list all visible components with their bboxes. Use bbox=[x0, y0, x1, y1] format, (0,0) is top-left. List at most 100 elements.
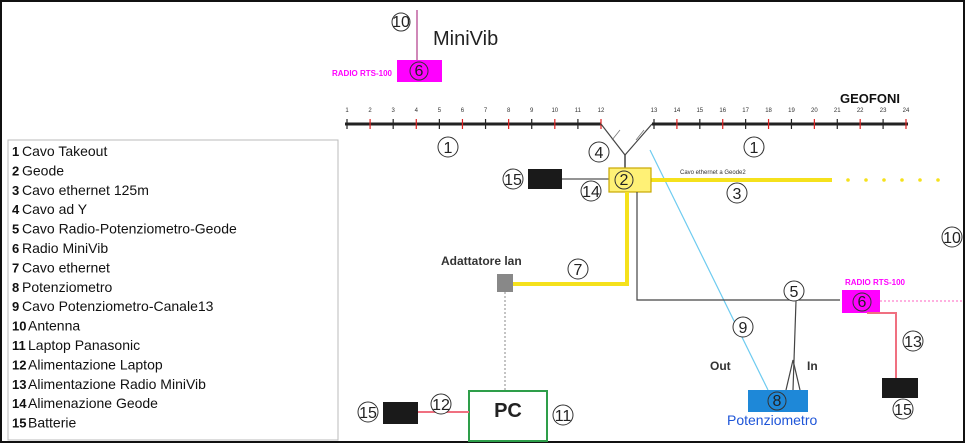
svg-text:15: 15 bbox=[359, 405, 377, 422]
legend-box bbox=[7, 139, 339, 441]
marker-radio-top: 6 bbox=[409, 61, 429, 81]
radio-right-label: RADIO RTS-100 bbox=[845, 278, 906, 287]
legend-item-text: Alimentazione Radio MiniVib bbox=[28, 376, 206, 392]
takeout-right-channel-label: 18 bbox=[765, 108, 772, 114]
takeout-left-channel-label: 3 bbox=[392, 108, 396, 114]
legend-item-number: 15 bbox=[12, 416, 26, 431]
takeout-left-channel-label: 6 bbox=[461, 108, 465, 114]
takeout-left-channel-label: 8 bbox=[507, 108, 511, 114]
in-label: In bbox=[807, 359, 818, 373]
y-cable-right bbox=[624, 123, 653, 156]
y-cable-left bbox=[600, 123, 626, 156]
takeout-left-channel-label: 12 bbox=[598, 108, 605, 114]
radio-power-cable bbox=[867, 312, 897, 378]
svg-text:12: 12 bbox=[432, 397, 450, 414]
potentiometer-channel13-cable bbox=[649, 149, 769, 391]
takeout-left-channel-label: 2 bbox=[368, 108, 372, 114]
takeout-right-channel-label: 16 bbox=[719, 108, 726, 114]
legend-item-number: 11 bbox=[12, 338, 26, 353]
marker-pc-power: 12 bbox=[430, 393, 452, 415]
takeout-right-channel-label: 22 bbox=[857, 108, 864, 114]
svg-text:11: 11 bbox=[555, 408, 572, 425]
marker-geode: 2 bbox=[614, 170, 634, 190]
svg-text:1: 1 bbox=[444, 140, 453, 157]
svg-text:8: 8 bbox=[773, 393, 782, 410]
legend-item-number: 1 bbox=[12, 144, 19, 159]
marker-geode-power: 14 bbox=[580, 180, 602, 202]
radio-pot-cable-stem bbox=[792, 300, 797, 391]
legend-item-number: 8 bbox=[12, 280, 19, 295]
battery-geode bbox=[528, 169, 562, 189]
legend-item-text: Alimentazione Laptop bbox=[28, 356, 163, 372]
marker-battery-right: 15 bbox=[892, 398, 914, 420]
marker-radio-pot-cable: 5 bbox=[783, 280, 805, 302]
legend-item-text: Cavo Potenziometro-Canale13 bbox=[22, 298, 214, 314]
adapter-label: Adattatore lan bbox=[441, 254, 522, 268]
geode-radio-cable bbox=[636, 192, 840, 301]
legend-item-text: Cavo ethernet 125m bbox=[22, 182, 149, 198]
ethernet-dots bbox=[846, 178, 940, 182]
marker-battery-pc: 15 bbox=[357, 401, 379, 423]
takeout-right-channel-label: 20 bbox=[811, 108, 818, 114]
svg-text:3: 3 bbox=[733, 186, 742, 203]
takeout-right-channel-label: 23 bbox=[880, 108, 887, 114]
battery-right bbox=[882, 378, 918, 398]
radio-top-label: RADIO RTS-100 bbox=[332, 69, 393, 78]
legend-item-number: 10 bbox=[12, 319, 26, 334]
svg-text:10: 10 bbox=[943, 230, 961, 247]
marker-takeout-left: 1 bbox=[437, 136, 459, 158]
y-cable-tag-right bbox=[635, 129, 645, 141]
legend-item-number: 12 bbox=[12, 357, 26, 372]
legend-item-number: 13 bbox=[12, 377, 26, 392]
legend-item-text: Laptop Panasonic bbox=[28, 337, 140, 353]
legend-item-text: Cavo ethernet bbox=[22, 259, 110, 275]
legend-item-number: 7 bbox=[12, 260, 19, 275]
takeout-right-channel-label: 24 bbox=[903, 108, 910, 114]
legend-item-text: Cavo Radio-Potenziometro-Geode bbox=[22, 221, 237, 237]
pc-box bbox=[468, 390, 548, 442]
svg-text:5: 5 bbox=[790, 284, 799, 301]
legend-item-number: 14 bbox=[12, 396, 27, 411]
lan-adapter bbox=[497, 274, 513, 292]
marker-laptop: 11 bbox=[552, 404, 574, 426]
marker-antenna-top: 10 bbox=[391, 12, 411, 32]
ethernet-cable-note: Cavo ethernet a Geode2 bbox=[680, 170, 746, 176]
geofoni-label: GEOFONI bbox=[840, 91, 900, 106]
legend-item-text: Alimenazione Geode bbox=[28, 395, 158, 411]
svg-text:10: 10 bbox=[392, 14, 410, 31]
takeout-left-channel-label: 11 bbox=[575, 108, 582, 114]
radio-pot-cable-fork bbox=[785, 359, 801, 391]
legend-item-text: Geode bbox=[22, 162, 64, 178]
legend-item-text: Radio MiniVib bbox=[22, 240, 108, 256]
potentiometer-label: Potenziometro bbox=[727, 412, 817, 428]
svg-text:4: 4 bbox=[595, 145, 604, 162]
takeout-right-channel-label: 21 bbox=[834, 108, 841, 114]
legend-item-text: Batterie bbox=[28, 415, 76, 431]
svg-text:15: 15 bbox=[504, 172, 522, 189]
svg-text:6: 6 bbox=[415, 63, 424, 80]
takeout-right-channel-label: 17 bbox=[742, 108, 749, 114]
marker-takeout-right: 1 bbox=[743, 136, 765, 158]
legend-item-number: 9 bbox=[12, 299, 19, 314]
legend-item-text: Cavo ad Y bbox=[22, 201, 88, 217]
svg-text:6: 6 bbox=[858, 294, 867, 311]
marker-antenna-right: 10 bbox=[941, 226, 963, 248]
marker-eth-cable: 7 bbox=[567, 258, 589, 280]
takeout-left-channel-label: 4 bbox=[415, 108, 419, 114]
svg-text:9: 9 bbox=[739, 320, 748, 337]
takeout-left-channel-label: 7 bbox=[484, 108, 488, 114]
legend-item-text: Potenziometro bbox=[22, 279, 112, 295]
svg-text:7: 7 bbox=[574, 262, 583, 279]
takeout-right-channel-label: 13 bbox=[651, 108, 658, 114]
marker-y-cable: 4 bbox=[588, 141, 610, 163]
takeout-left-channel-label: 1 bbox=[345, 108, 349, 114]
marker-ethernet: 3 bbox=[726, 182, 748, 204]
marker-pot-cable: 9 bbox=[732, 316, 754, 338]
legend-item-number: 6 bbox=[12, 241, 19, 256]
pc-label: PC bbox=[494, 400, 522, 422]
takeout-left-channel-label: 10 bbox=[551, 108, 558, 114]
out-label: Out bbox=[710, 359, 731, 373]
legend-item-text: Cavo Takeout bbox=[22, 143, 107, 159]
